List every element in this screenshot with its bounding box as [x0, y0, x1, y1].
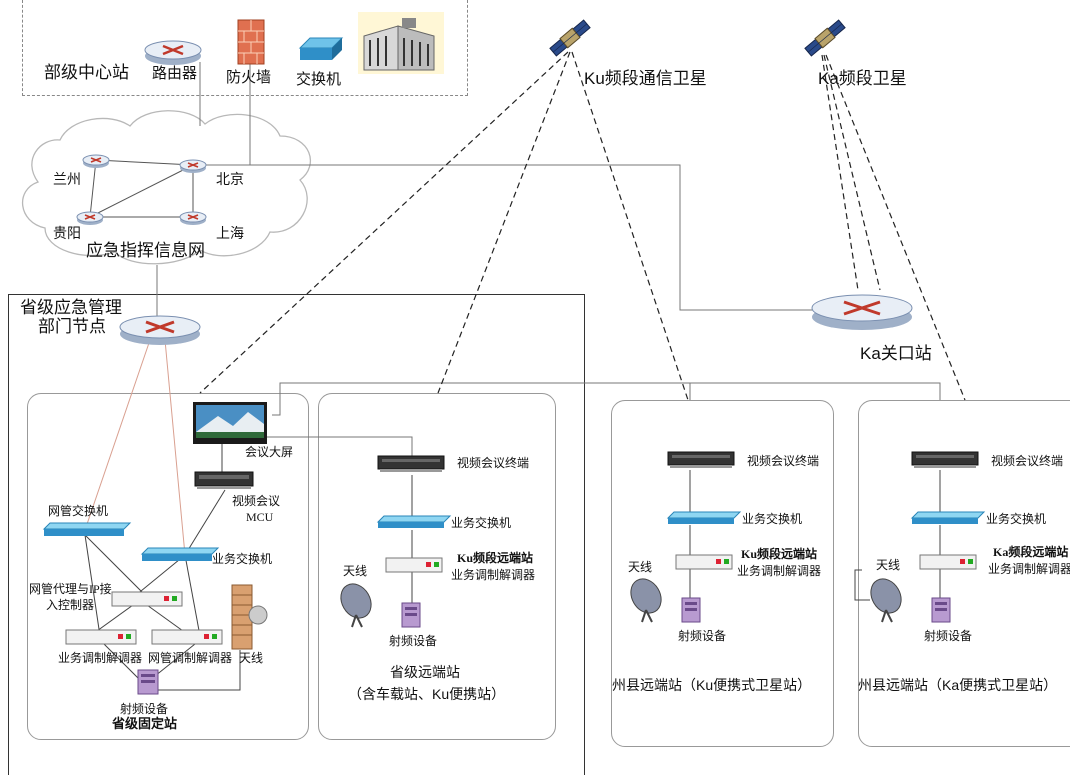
- fixed-antenna-tower-icon: [231, 584, 268, 650]
- county-ka-antenna-label: 天线: [876, 558, 901, 572]
- fixed-rf-label: 射频设备: [120, 702, 169, 716]
- province-node-line1: 省级应急管理: [20, 298, 122, 317]
- province-node-line2: 部门节点: [38, 317, 106, 336]
- county-ku-modem-icon: [675, 554, 733, 570]
- fixed-biz-switch-label: 业务交换机: [212, 552, 273, 566]
- ka-satellite-icon: [804, 19, 846, 57]
- county-ku-vc-label: 视频会议终端: [747, 454, 820, 468]
- county-ka-title: 州县远端站（Ka便携式卫星站）: [858, 677, 1058, 693]
- fixed-station-box: [27, 393, 309, 740]
- county-ku-rf-device-icon: [681, 597, 701, 623]
- fixed-biz-modem-label: 业务调制解调器: [58, 651, 143, 665]
- county-ka-vc-label: 视频会议终端: [991, 454, 1064, 468]
- router-icons: [76, 40, 913, 345]
- mgmt-modem-icon: [151, 629, 223, 645]
- mcu-label-line1: 视频会议: [232, 494, 281, 508]
- conference-screen-label: 会议大屏: [245, 445, 294, 459]
- node-beijing: 北京: [216, 171, 244, 187]
- fixed-station-title: 省级固定站: [112, 716, 178, 731]
- node-guiyang: 贵阳: [53, 225, 81, 241]
- proxy-label-line2: 入控制器: [46, 598, 95, 612]
- county-ka-modem-line1: Ka频段远端站: [993, 545, 1069, 559]
- remote-biz-switch-label: 业务交换机: [451, 516, 512, 530]
- county-ka-biz-switch-label: 业务交换机: [986, 512, 1047, 526]
- ka-gateway-label: Ka关口站: [860, 344, 932, 363]
- network-name: 应急指挥信息网: [86, 241, 205, 260]
- ministry-switch-icon: [298, 37, 344, 60]
- county-ka-dish-icon: [870, 578, 902, 623]
- biz-switch-icon: [140, 547, 220, 561]
- firewall-icon: [237, 19, 265, 65]
- remote-rf-device-icon: [401, 602, 421, 628]
- ministry-station-label: 部级中心站: [44, 63, 129, 82]
- county-ka-rf-device-icon: [931, 597, 951, 623]
- county-ku-title: 州县远端站（Ku便携式卫星站）: [612, 677, 812, 693]
- mgmt-switch-label: 网管交换机: [48, 504, 109, 518]
- fixed-rf-device-icon: [137, 669, 159, 695]
- proxy-controller-icon: [111, 591, 183, 607]
- fixed-antenna-label: 天线: [239, 651, 264, 665]
- county-ka-vc-terminal-icon: [911, 451, 979, 468]
- remote-vc-terminal-icon: [377, 455, 445, 472]
- router-label: 路由器: [152, 65, 198, 82]
- building-icon: [358, 12, 444, 74]
- node-shanghai: 上海: [216, 225, 244, 241]
- county-ku-rf-label: 射频设备: [678, 629, 727, 643]
- ministry-center-box: [22, 0, 468, 96]
- mcu-icon: [194, 471, 254, 489]
- county-ka-modem-line2: 业务调制解调器: [988, 562, 1070, 576]
- county-ku-modem-line2: 业务调制解调器: [737, 564, 822, 578]
- remote-antenna-label: 天线: [343, 564, 368, 578]
- biz-modem-icon: [65, 629, 137, 645]
- ka-satellite-label: Ka频段卫星: [818, 69, 907, 88]
- mgmt-switch-icon: [42, 522, 132, 536]
- county-ka-biz-switch-icon: [910, 511, 986, 524]
- county-ku-modem-line1: Ku频段远端站: [741, 547, 818, 561]
- fixed-mgmt-modem-label: 网管调制解调器: [148, 651, 233, 665]
- remote-dish-icon: [340, 583, 372, 628]
- remote-modem-line1: Ku频段远端站: [457, 551, 534, 565]
- county-ku-biz-switch-label: 业务交换机: [742, 512, 803, 526]
- conference-screen-icon: [193, 402, 267, 444]
- county-ku-dish-icon: [630, 578, 662, 623]
- switch-label: 交换机: [296, 71, 342, 88]
- remote-modem-line2: 业务调制解调器: [451, 568, 536, 582]
- proxy-label-line1: 网管代理与IP接: [29, 582, 112, 596]
- remote-vc-label: 视频会议终端: [457, 456, 530, 470]
- county-ku-vc-terminal-icon: [667, 451, 735, 468]
- county-ka-modem-icon: [919, 554, 977, 570]
- ku-satellite-icon: [549, 19, 591, 57]
- ku-satellite-label: Ku频段通信卫星: [584, 69, 707, 88]
- firewall-label: 防火墙: [226, 69, 272, 86]
- county-ku-biz-switch-icon: [666, 511, 742, 524]
- county-ku-antenna-label: 天线: [628, 560, 653, 574]
- province-node-box: [8, 294, 585, 775]
- county-ka-rf-label: 射频设备: [924, 629, 973, 643]
- remote-title-line1: 省级远端站: [390, 664, 460, 680]
- mcu-label-line2: MCU: [246, 510, 274, 524]
- remote-biz-switch-icon: [376, 515, 452, 528]
- remote-title-line2: （含车载站、Ku便携站）: [348, 686, 506, 702]
- remote-rf-label: 射频设备: [389, 634, 438, 648]
- node-lanzhou: 兰州: [53, 171, 81, 187]
- remote-modem-icon: [385, 557, 443, 573]
- cloud-shape: [22, 110, 311, 265]
